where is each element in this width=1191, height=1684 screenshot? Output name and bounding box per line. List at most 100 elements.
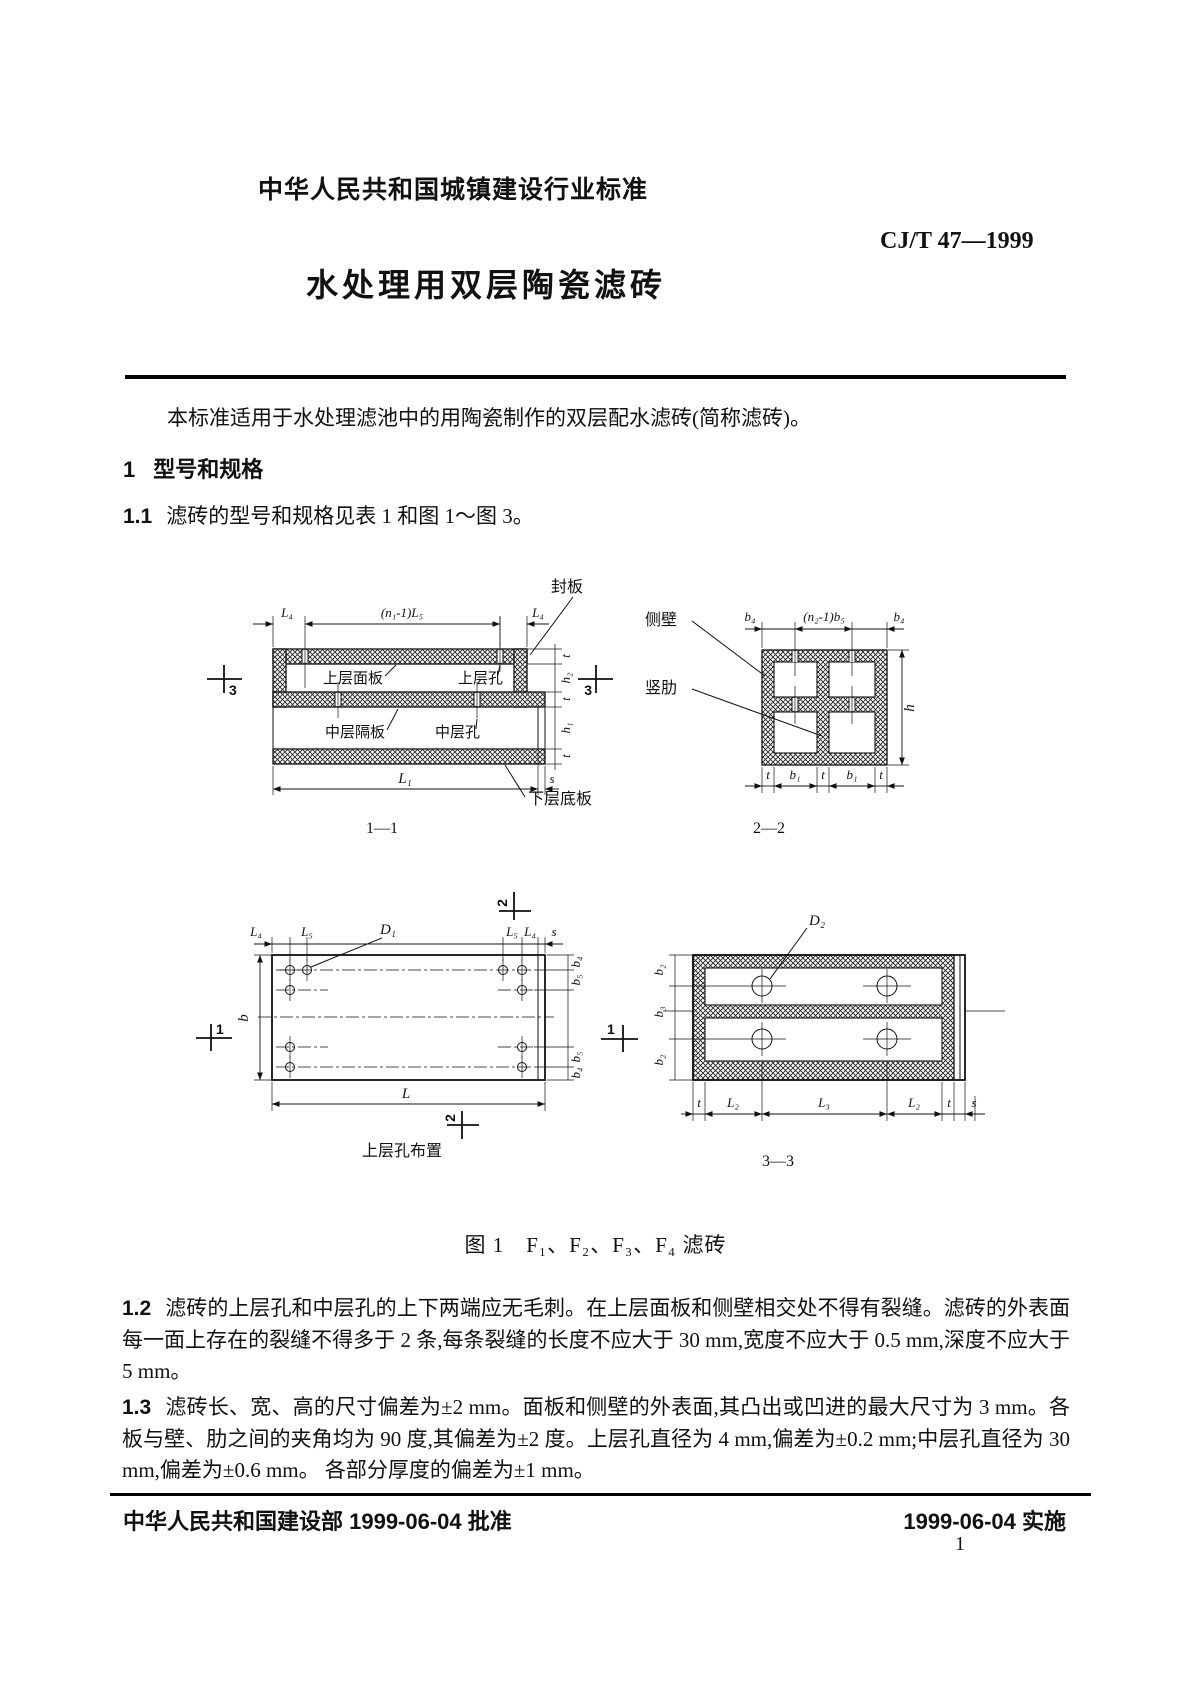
dim-label-b4-plan-bottom: b₄ bbox=[568, 1067, 583, 1079]
dim-label-t-1: t bbox=[766, 767, 770, 782]
side-wall-label: 侧壁 bbox=[645, 610, 677, 629]
upper-panel-label: 上层面板 bbox=[323, 669, 383, 687]
section-1-title: 型号和规格 bbox=[153, 457, 264, 482]
section-marker-1-3-3: 1 bbox=[601, 1021, 638, 1052]
clause-1-3-text: 滤砖长、宽、高的尺寸偏差为±2 mm。面板和侧壁的外表面,其凸出或凹进的最大尺寸… bbox=[122, 1395, 1070, 1482]
clause-1-1: 1.1 滤砖的型号和规格见表 1 和图 1～图 3。 bbox=[123, 501, 1023, 533]
section-marker-2-bottom: 2 bbox=[442, 1111, 479, 1139]
clause-1-2-text: 滤砖的上层孔和中层孔的上下两端应无毛刺。在上层面板和侧壁相交处不得有裂缝。滤砖的… bbox=[122, 1296, 1070, 1383]
dim-label-t-top: t bbox=[558, 654, 573, 658]
L-dimension-plan: L bbox=[271, 1082, 546, 1111]
section-marker-1-plan: 1 bbox=[196, 1021, 232, 1051]
dim-label-s: s bbox=[549, 771, 554, 786]
middle-hole-circles bbox=[738, 969, 911, 1056]
seal-plate-label: 封板 bbox=[551, 578, 583, 596]
section-marker-2-bottom-label: 2 bbox=[442, 1114, 458, 1122]
figure-plan-view: L₄ L₅ L₅ L₄ s D₁ b L b₄ bbox=[196, 892, 583, 1160]
h-dimension: h bbox=[888, 649, 918, 766]
dim-label-b5-plan-bottom: b₅ bbox=[568, 1051, 583, 1062]
dim-label-t-3: t bbox=[879, 767, 883, 782]
middle-holes bbox=[334, 682, 481, 718]
section-marker-1-3-3-label: 1 bbox=[607, 1021, 615, 1037]
view-2-2-caption: 2—2 bbox=[753, 820, 785, 837]
clause-1-1-text: 滤砖的型号和规格见表 1 和图 1～图 3。 bbox=[166, 504, 534, 528]
section-marker-3-left-label: 3 bbox=[229, 682, 237, 698]
vertical-rib-label: 竖肋 bbox=[645, 679, 677, 697]
dim-label-b4-plan-top: b₄ bbox=[568, 956, 583, 968]
dim-label-t-mid: t bbox=[558, 697, 573, 701]
dim-label-L5-plan-right: L₅ bbox=[505, 924, 518, 939]
top-dimension-lines: L₄ (n₁-1)L₅ L₄ bbox=[253, 605, 549, 647]
middle-partition-label: 中层隔板 bbox=[325, 723, 385, 741]
dim-label-L2-right: L₂ bbox=[907, 1095, 920, 1110]
left-dimension-column-3-3: b₂ b₃ b₂ bbox=[651, 954, 738, 1081]
upper-panel-slab bbox=[272, 648, 528, 665]
section-marker-2-top: 2 bbox=[494, 892, 531, 920]
figure-1-1-section-view: L₄ (n₁-1)L₅ L₄ 封板 上层面板 上层孔 中层隔板 中层孔 t bbox=[207, 578, 613, 837]
dim-label-L4-right: L₄ bbox=[531, 605, 544, 620]
middle-hole-label: 中层孔 bbox=[435, 724, 480, 741]
clause-1-3-number: 1.3 bbox=[122, 1396, 152, 1419]
dim-label-b4-right: b₄ bbox=[893, 609, 905, 624]
dim-label-b2-bottom: b₂ bbox=[651, 1054, 666, 1066]
dim-label-h2: h₂ bbox=[558, 672, 573, 684]
dim-label-L: L bbox=[401, 1086, 410, 1102]
center-lines bbox=[258, 969, 554, 1068]
footer-implementation: 1999-06-04 实施 bbox=[903, 1509, 1066, 1534]
top-dimension-lines-plan: L₄ L₅ L₅ L₄ s D₁ bbox=[249, 922, 563, 968]
footer-approval: 中华人民共和国建设部 1999-06-04 批准 bbox=[123, 1509, 512, 1534]
hole-notches-2-2 bbox=[791, 622, 856, 724]
bottom-dimension-lines: L₁ s 下层底板 bbox=[272, 751, 592, 808]
figure-1-caption: 图 1 F₁、F₂、F₃、F₄ 滤砖 bbox=[464, 1233, 727, 1257]
dim-label-b2-top: b₂ bbox=[651, 964, 666, 976]
dim-label-L2-left: L₂ bbox=[726, 1095, 739, 1110]
dim-label-b: b bbox=[236, 1014, 252, 1022]
dim-label-n1L5: (n₁-1)L₅ bbox=[381, 605, 423, 620]
dim-label-L1: L₁ bbox=[397, 771, 412, 787]
dim-label-L4-plan-left: L₄ bbox=[249, 924, 262, 939]
right-dimension-column-plan: b₄ b₅ b₅ b₄ bbox=[534, 954, 583, 1081]
section-marker-3-right: 3 bbox=[578, 665, 613, 698]
dim-label-L3: L₃ bbox=[817, 1095, 830, 1110]
dim-label-h: h bbox=[902, 704, 918, 712]
title-rule bbox=[125, 375, 1066, 379]
dim-label-b1-2: b₁ bbox=[846, 767, 857, 782]
b-dimension-plan: b bbox=[236, 954, 272, 1081]
standard-number: CJ/T 47—1999 bbox=[880, 228, 1034, 254]
brick-body-3-3 bbox=[663, 954, 1005, 1081]
figure-3-3-section-view: D₂ b₂ b₃ b₂ 1 bbox=[601, 913, 1005, 1170]
bottom-plate-slab bbox=[272, 748, 546, 765]
view-1-1-caption: 1—1 bbox=[366, 820, 398, 837]
section-1-number: 1 bbox=[123, 457, 136, 482]
upper-hole-label: 上层孔 bbox=[458, 670, 503, 687]
section-marker-2-top-label: 2 bbox=[494, 899, 510, 907]
dim-label-L4-left: L₄ bbox=[280, 605, 293, 620]
figure-2-2-section-view: b₄ (n₂-1)b₅ b₄ 侧壁 竖肋 h bbox=[645, 609, 918, 837]
bottom-plate-label: 下层底板 bbox=[528, 790, 592, 808]
brick-body-1-1 bbox=[272, 648, 546, 765]
clause-1-2-number: 1.2 bbox=[122, 1297, 152, 1320]
section-marker-3-left: 3 bbox=[207, 665, 242, 698]
dim-label-L4-plan-right: L₄ bbox=[523, 924, 536, 939]
right-dimension-column: t h₂ t h₁ t bbox=[528, 644, 573, 770]
scope-paragraph: 本标准适用于水处理滤池中的用陶瓷制作的双层配水滤砖(简称滤砖)。 bbox=[167, 406, 811, 430]
D2-callout: D₂ bbox=[769, 913, 825, 980]
dim-label-t-3-3-right: t bbox=[947, 1095, 951, 1110]
dim-label-h1: h₁ bbox=[558, 722, 573, 733]
brick-body-2-2 bbox=[761, 649, 888, 766]
dim-label-t-3-3-left: t bbox=[697, 1095, 701, 1110]
section-marker-1-plan-label: 1 bbox=[216, 1021, 224, 1037]
bottom-dimension-lines-3-3: t L₂ L₃ L₂ t s bbox=[681, 1061, 985, 1121]
section-1-heading: 1 型号和规格 bbox=[123, 452, 263, 484]
standard-category-header: 中华人民共和国城镇建设行业标准 bbox=[258, 176, 649, 204]
dim-label-L5-plan-left: L₅ bbox=[300, 924, 313, 939]
callouts-2-2: 侧壁 竖肋 bbox=[645, 610, 823, 737]
upper-hole-marks bbox=[279, 959, 527, 1078]
footer-rule bbox=[110, 1493, 1091, 1496]
dim-label-D1: D₁ bbox=[379, 922, 396, 938]
section-marker-3-right-label: 3 bbox=[584, 682, 592, 698]
dim-label-t-2: t bbox=[821, 767, 825, 782]
clause-1-1-number: 1.1 bbox=[123, 505, 153, 528]
